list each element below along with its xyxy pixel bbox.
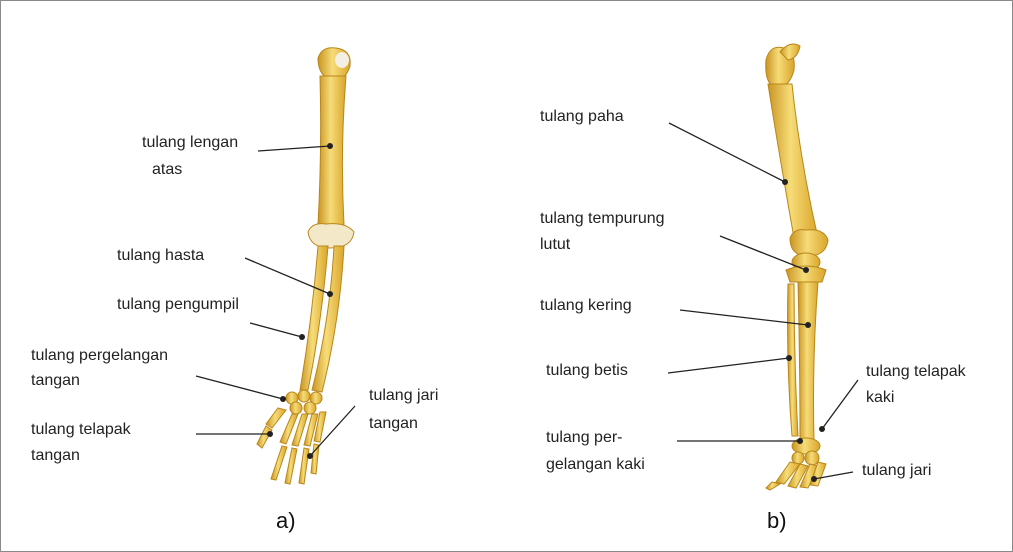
- label-fibula: tulang betis: [546, 361, 628, 381]
- label-tarsal-line2: gelangan kaki: [546, 455, 645, 475]
- label-ulna: tulang hasta: [117, 246, 204, 266]
- elbow-joint: [308, 224, 354, 248]
- label-metacarpal-line1: tulang telapak: [31, 420, 131, 440]
- panel-b-caption: b): [767, 508, 787, 534]
- humerus: [318, 76, 346, 225]
- label-metatarsal-line1: tulang telapak: [866, 362, 966, 382]
- label-carpal-line2: tangan: [31, 371, 80, 391]
- label-metatarsal-line2: kaki: [866, 388, 894, 408]
- label-patella-line2: lutut: [540, 235, 570, 255]
- label-humerus-line1: tulang lengan: [142, 133, 238, 153]
- tibia: [798, 282, 818, 440]
- label-phalanges-line1: tulang jari: [369, 386, 438, 406]
- label-femur: tulang paha: [540, 107, 624, 127]
- label-toes: tulang jari: [862, 461, 931, 481]
- arm-skeleton: [257, 48, 354, 484]
- knee-joint: [790, 230, 828, 256]
- label-radius: tulang pengumpil: [117, 295, 239, 315]
- panel-a-caption: a): [276, 508, 296, 534]
- label-tibia: tulang kering: [540, 296, 632, 316]
- label-leader-lines: [196, 123, 858, 479]
- label-tarsal-line1: tulang per-: [546, 428, 623, 448]
- label-humerus-line2: atas: [152, 160, 182, 180]
- label-metacarpal-line2: tangan: [31, 446, 80, 466]
- label-patella-line1: tulang tempurung: [540, 209, 665, 229]
- femur: [768, 84, 818, 238]
- label-carpal-line1: tulang pergelangan: [31, 346, 168, 366]
- label-phalanges-line2: tangan: [369, 414, 418, 434]
